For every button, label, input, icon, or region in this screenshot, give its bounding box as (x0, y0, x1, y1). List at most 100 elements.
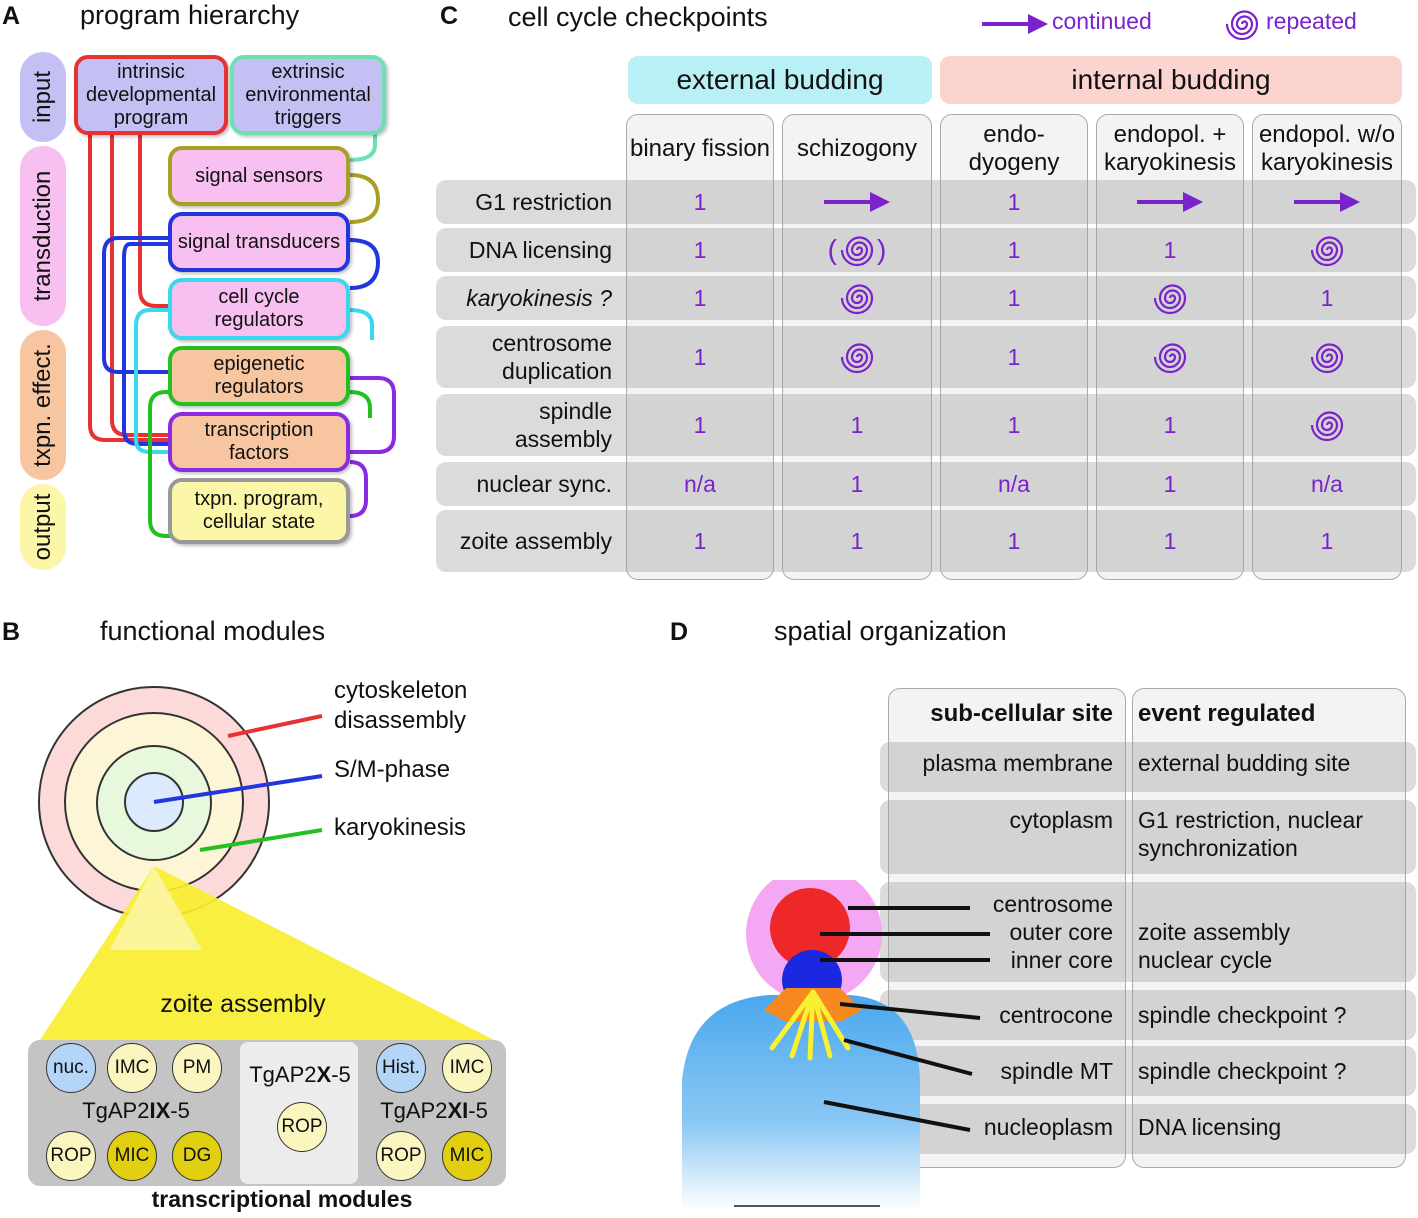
transcriptional-modules-label: transcriptional modules (151, 1186, 413, 1212)
checkpoint-cell: 1 (1007, 411, 1021, 438)
site-label: centrosome outer core inner core (992, 891, 1113, 973)
group-name-prefix: TgAP2 (82, 1098, 150, 1123)
ring-label-sm-phase: S/M-phase (334, 756, 451, 783)
checkpoint-row (436, 510, 1416, 572)
spindle-mt (769, 989, 851, 1061)
event-label: spindle checkpoint ? (1138, 1058, 1347, 1084)
box-epigenetic-regulators: epigenetic regulators (168, 346, 350, 406)
checkpoint-cell: 1 (1163, 470, 1177, 497)
panel-d-label: D (670, 618, 689, 646)
header-internal-budding: internal budding (940, 56, 1402, 104)
legend-continued-arrow-icon (982, 14, 1048, 34)
site-row (880, 742, 1416, 792)
module-lines (40, 714, 494, 1040)
column-binary-fission (626, 114, 774, 580)
continued-arrow-icon (1294, 192, 1360, 212)
checkpoint-row-label: nuclear sync. (476, 471, 612, 497)
checkpoint-row-label: zoite assembly (459, 528, 612, 554)
event-label: G1 restriction, nuclear synchronization (1138, 807, 1363, 861)
column-name: endo- dyogeny (968, 121, 1060, 176)
checkpoint-cell: () (782, 228, 932, 272)
repeated-spiral-icon (1310, 411, 1344, 442)
module-hist: Hist. (376, 1043, 426, 1093)
checkpoint-cell: n/a (1311, 470, 1343, 497)
checkpoint-row-label: centrosome duplication (491, 330, 612, 384)
outer-core (770, 888, 850, 968)
group-name-suffix: -5 (468, 1098, 488, 1123)
repeated-spiral-icon (1153, 343, 1187, 374)
header-site: sub-cellular site (930, 700, 1113, 727)
event-label: spindle checkpoint ? (1138, 1002, 1347, 1028)
checkpoint-cell (782, 326, 932, 388)
group-name-numeral: XI (447, 1098, 469, 1123)
checkpoint-cell: 1 (850, 470, 864, 497)
checkpoint-cell: 1 (693, 527, 707, 554)
continued-arrow-icon (824, 192, 890, 212)
checkpoint-cell (1252, 394, 1402, 456)
event-label: zoite assembly nuclear cycle (1138, 919, 1291, 973)
box-extrinsic-triggers: extrinsic environmental triggers (230, 55, 386, 135)
checkpoint-cell: n/a (998, 470, 1030, 497)
hierarchy-connectors (88, 110, 396, 538)
checkpoint-cell: 1 (693, 188, 707, 215)
legend-continued-label: continued (1052, 8, 1152, 34)
site-label: cytoplasm (1009, 807, 1113, 833)
checkpoint-row-label: G1 restriction (475, 189, 612, 215)
level-input: input (20, 52, 66, 142)
group-name-prefix: TgAP2 (380, 1098, 448, 1123)
group-name-suffix: -5 (170, 1098, 190, 1123)
column-endopol-wo-karyokinesis (1252, 114, 1402, 580)
module-nuc: nuc. (46, 1043, 96, 1093)
panel-b-label: B (2, 618, 21, 646)
pointer-lines (820, 906, 990, 1132)
box-transcription-factors: transcription factors (168, 412, 350, 472)
checkpoint-cell: 1 (1007, 284, 1021, 311)
repeated-spiral-icon (1310, 343, 1344, 374)
checkpoint-cell: 1 (693, 236, 707, 263)
checkpoint-cell (1252, 180, 1402, 224)
column-name: endopol. + karyokinesis (1103, 121, 1237, 176)
repeated-spiral-icon (1153, 284, 1187, 315)
column-name: binary fission (629, 135, 771, 162)
checkpoint-cell: 1 (1320, 527, 1334, 554)
site-label: centrocone (999, 1002, 1113, 1028)
column-endopol-karyokinesis (1096, 114, 1244, 580)
module-rop: ROP (277, 1102, 327, 1152)
ring-label-cytoskeleton: cytoskeleton disassembly (334, 677, 468, 734)
panel-c-title: cell cycle checkpoints (508, 2, 768, 32)
checkpoint-cell (782, 276, 932, 320)
checkpoint-row-label: karyokinesis ? (466, 285, 612, 311)
box-signal-transducers: signal transducers (168, 212, 350, 272)
checkpoint-cell: 1 (1007, 188, 1021, 215)
checkpoint-cell (1096, 326, 1244, 388)
checkpoint-row (436, 180, 1416, 224)
group-name-suffix: -5 (331, 1062, 351, 1087)
checkpoint-row (436, 394, 1416, 456)
site-row (880, 1046, 1416, 1096)
header-event: event regulated (1138, 700, 1316, 727)
checkpoint-cell (1252, 228, 1402, 272)
checkpoint-cell: n/a (684, 470, 716, 497)
continued-arrow-icon (1137, 192, 1203, 212)
checkpoint-row-label: DNA licensing (468, 237, 612, 263)
panel-b-title: functional modules (100, 616, 326, 646)
checkpoint-cell (1096, 276, 1244, 320)
checkpoint-row (436, 462, 1416, 506)
column-schizogony (782, 114, 932, 580)
column-site (888, 688, 1126, 1168)
module-dg: DG (172, 1131, 222, 1181)
checkpoint-cell: 1 (1007, 236, 1021, 263)
column-event (1132, 688, 1406, 1168)
checkpoint-cell: 1 (1163, 411, 1177, 438)
ring-label-karyokinesis: karyokinesis (334, 814, 467, 841)
group-name-x: TgAP2X-5 (240, 1062, 360, 1088)
level-output: output (20, 484, 66, 570)
module-rop: ROP (376, 1131, 426, 1181)
group-name-numeral: X (316, 1062, 332, 1087)
box-intrinsic-program: intrinsic developmental program (74, 55, 228, 135)
module-rop: ROP (46, 1131, 96, 1181)
checkpoint-cell (1252, 326, 1402, 388)
site-row (880, 800, 1416, 874)
site-label: nucleoplasm (983, 1114, 1113, 1140)
checkpoint-cell (1096, 180, 1244, 224)
